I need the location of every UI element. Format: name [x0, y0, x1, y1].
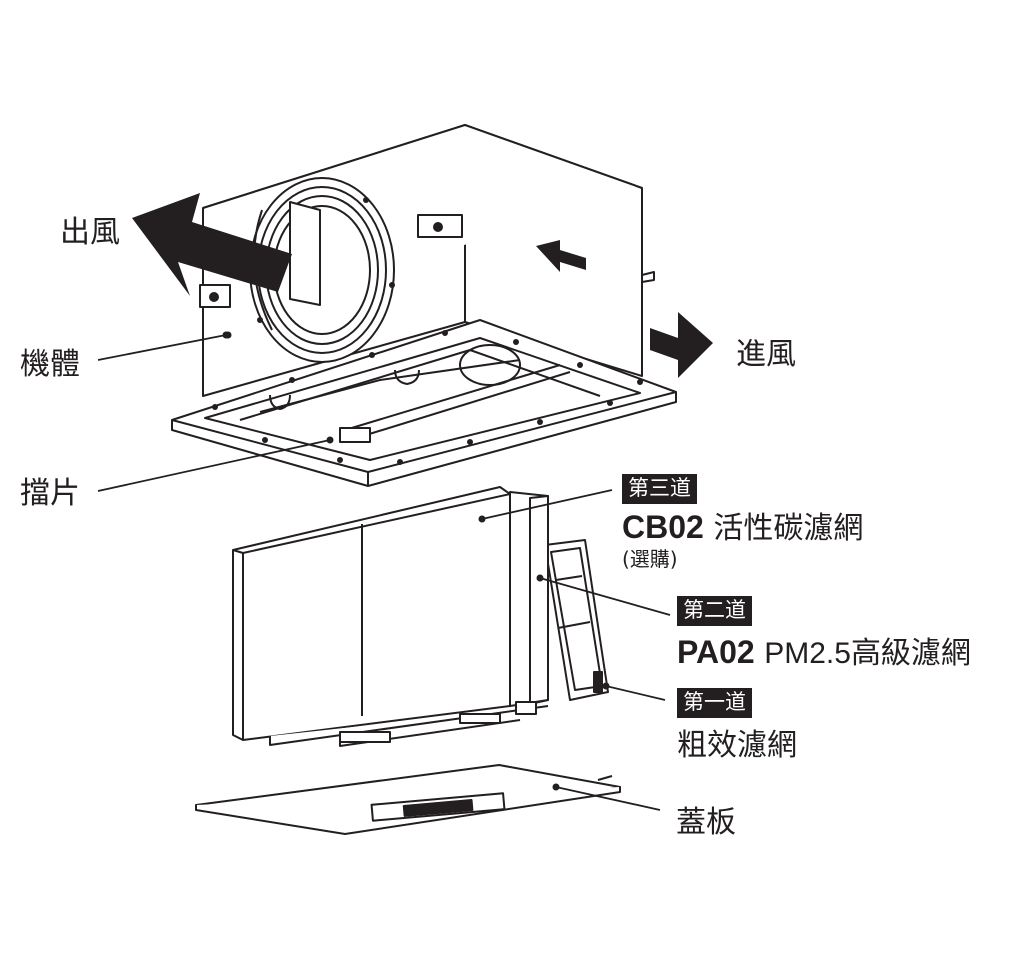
filter-carbon: [232, 486, 549, 747]
inlet-arrow-icon: [650, 312, 713, 378]
filter-name: 粗效濾網: [677, 728, 797, 763]
filter-primary-frame: [544, 539, 609, 701]
cover-panel: [195, 764, 621, 835]
label-damper: 擋片: [20, 476, 80, 511]
outlet-arrow-icon: [132, 193, 292, 296]
filter-label-primary: 粗效濾網: [677, 731, 797, 761]
leader-primary: [605, 685, 666, 701]
leader-damper: [97, 439, 331, 492]
leader-hepa: [539, 577, 671, 616]
stage-badge-third: 第三道: [622, 474, 697, 504]
airflow-direction-icon: [536, 240, 586, 272]
label-inlet: 進風: [736, 337, 796, 372]
filter-label-carbon: CB02 活性碳濾網: [622, 511, 863, 544]
stage-badge-first: 第一道: [677, 688, 752, 718]
filter-spec: PM2.5: [764, 637, 851, 670]
label-body: 機體: [20, 347, 80, 382]
filter-name: 高級濾網: [850, 636, 971, 671]
stage-badge-second: 第二道: [677, 596, 752, 626]
leader-carbon: [481, 489, 613, 520]
label-cover: 蓋板: [676, 805, 736, 840]
label-outlet: 出風: [60, 215, 120, 250]
filter-label-hepa: PA02 PM2.5高級濾網: [677, 636, 971, 669]
leader-cover: [555, 786, 661, 811]
optional-note: (選購): [622, 547, 678, 571]
filter-code: CB02: [622, 509, 704, 545]
filter-hepa: [509, 491, 549, 707]
leader-body: [97, 334, 227, 361]
filter-code: PA02: [677, 634, 755, 670]
unit-body: [171, 124, 677, 487]
filter-name: 活性碳濾網: [713, 511, 864, 546]
